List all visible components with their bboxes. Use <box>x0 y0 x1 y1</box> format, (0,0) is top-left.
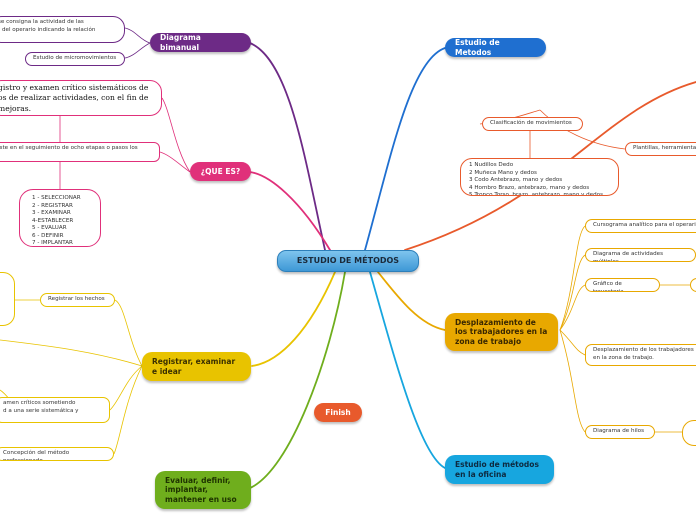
registrar-left-node[interactable] <box>0 272 15 326</box>
diagrama-hilos-node[interactable]: Diagrama de hilos <box>585 425 655 439</box>
desplazamiento-description[interactable]: Desplazamiento de los trabajadores en la… <box>585 344 696 366</box>
branch-diagrama-bimanual[interactable]: Diagrama bimanual <box>150 33 251 52</box>
central-topic[interactable]: ESTUDIO DE MÉTODOS <box>277 250 419 272</box>
clasificacion-node[interactable]: Clasificación de movimientos <box>482 117 583 131</box>
branch-oficina[interactable]: Estudio de métodos en la oficina <box>445 455 554 484</box>
cursograma-node[interactable]: Cursograma analítico para el operari <box>585 219 696 233</box>
examen-critico-node[interactable]: amen críticos sometiendo d a una serie s… <box>0 397 110 423</box>
finish-button[interactable]: Finish <box>314 403 362 422</box>
branch-desplazamiento[interactable]: Desplazamiento de los trabajadores en la… <box>445 313 558 351</box>
concepcion-node[interactable]: Concepción del método perfeccionado <box>0 447 114 461</box>
plantillas-node[interactable]: Plantillas, herramienta <box>625 142 696 156</box>
branch-registrar[interactable]: Registrar, examinar e idear <box>142 352 251 381</box>
trayectoria-node[interactable]: Gráfico de trayectoria <box>585 278 660 292</box>
bimanual-description[interactable]: se consigna la actividad de las ) del op… <box>0 16 125 43</box>
branch-evaluar[interactable]: Evaluar, definir, implantar, mantener en… <box>155 471 251 509</box>
etapas-node[interactable]: iste en el seguimiento de ocho etapas o … <box>0 142 160 162</box>
branch-estudio-metodos[interactable]: Estudio de Metodos <box>445 38 546 57</box>
pasos-list[interactable]: 1 - SELECCIONAR 2 - REGISTRAR 3 - EXAMIN… <box>19 189 101 247</box>
actividades-multiples-node[interactable]: Diagrama de actividades múltiples <box>585 248 696 262</box>
branch-que-es[interactable]: ¿QUE ES? <box>190 162 251 181</box>
micromovimientos-node[interactable]: Estudio de micromovimientos <box>25 52 125 66</box>
registrar-hechos-node[interactable]: Registrar los hechos <box>40 293 115 307</box>
que-es-definition[interactable]: gistro y examen crítico sistemáticos de … <box>0 80 162 116</box>
clases-movimientos-list[interactable]: 1 Nudillos Dedo 2 Muñeca Mano y dedos 3 … <box>460 158 619 196</box>
